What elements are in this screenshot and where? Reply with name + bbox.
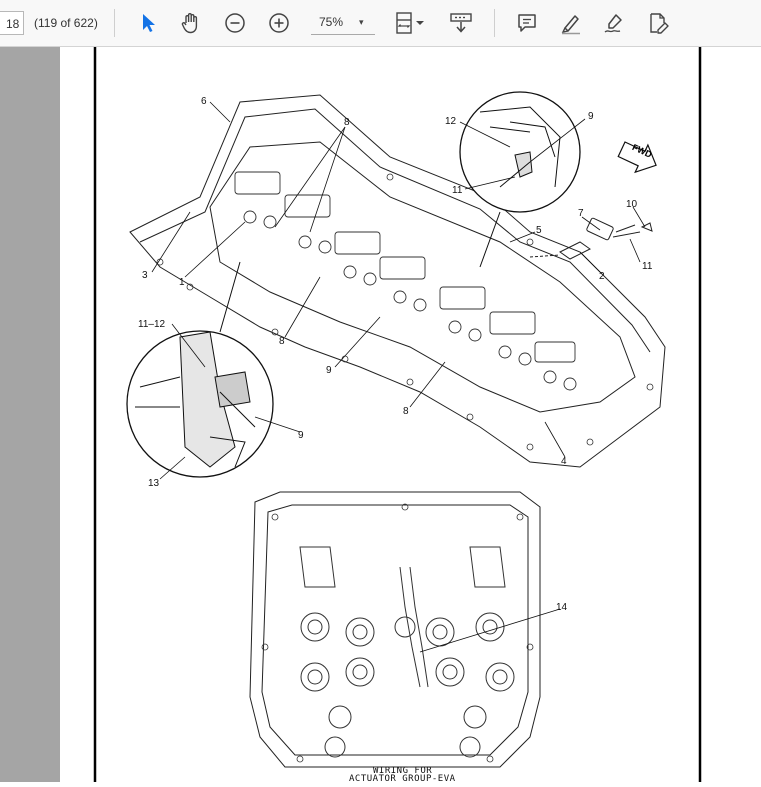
callout-2: 2 bbox=[599, 271, 605, 282]
callout-12: 12 bbox=[445, 116, 457, 127]
callout-3: 3 bbox=[142, 270, 148, 281]
callout-11b: 11 bbox=[642, 261, 653, 272]
page-gutter bbox=[0, 47, 60, 782]
plus-circle-icon bbox=[269, 13, 289, 33]
comment-icon bbox=[518, 14, 536, 32]
detail-circle-top bbox=[459, 91, 581, 213]
callout-9b: 9 bbox=[298, 430, 304, 441]
callout-11-12: 11–12 bbox=[138, 319, 166, 330]
callout-9c: 9 bbox=[326, 365, 332, 376]
drawing-caption-line1: WIRING FOR bbox=[373, 766, 433, 776]
minus-circle-icon bbox=[225, 13, 245, 33]
highlight-button[interactable] bbox=[556, 8, 586, 38]
zoom-level-dropdown[interactable]: 75% ▾ bbox=[311, 12, 375, 35]
drawing-caption-line2: ACTUATOR GROUP-EVA bbox=[349, 774, 456, 784]
detail-circle-left bbox=[126, 330, 274, 478]
pdf-toolbar: 18 (119 of 622) 75% ▾ bbox=[0, 0, 761, 47]
scroll-mode-icon bbox=[450, 13, 472, 33]
callout-8: 8 bbox=[344, 117, 350, 128]
callout-10: 10 bbox=[626, 199, 638, 210]
page-count-label: (119 of 622) bbox=[34, 16, 98, 30]
sensor-component bbox=[529, 217, 653, 260]
callout-8b: 8 bbox=[279, 336, 285, 347]
engine-diagram: FWD bbox=[93, 47, 702, 782]
document-viewer[interactable]: FWD bbox=[0, 47, 761, 784]
zoom-in-button[interactable] bbox=[264, 8, 294, 38]
page-fit-button[interactable] bbox=[390, 8, 430, 38]
callout-14: 14 bbox=[556, 602, 568, 613]
callout-1: 1 bbox=[179, 277, 185, 288]
highlighter-icon bbox=[561, 15, 580, 35]
edit-pdf-button[interactable] bbox=[643, 8, 673, 38]
toolbar-separator bbox=[494, 9, 495, 37]
hand-tool-button[interactable] bbox=[176, 8, 206, 38]
callout-5: 5 bbox=[536, 225, 542, 236]
page-fit-icon bbox=[396, 12, 424, 34]
leader-lines bbox=[151, 101, 646, 653]
fwd-arrow bbox=[617, 141, 657, 174]
chevron-down-icon: ▾ bbox=[359, 17, 364, 27]
sign-pen-icon bbox=[604, 14, 622, 33]
page-number-input[interactable]: 18 bbox=[0, 11, 24, 35]
pointer-arrow-icon bbox=[143, 14, 155, 32]
sign-button[interactable] bbox=[599, 8, 629, 38]
callout-6: 6 bbox=[201, 96, 207, 107]
callout-4: 4 bbox=[561, 456, 567, 467]
head-top-view bbox=[249, 491, 541, 768]
toolbar-separator bbox=[114, 9, 115, 37]
select-tool-button[interactable] bbox=[133, 8, 163, 38]
cylinder-head-illustration bbox=[129, 94, 666, 468]
callout-13: 13 bbox=[148, 478, 160, 489]
callout-7: 7 bbox=[578, 208, 584, 219]
callout-11: 11 bbox=[452, 185, 463, 196]
zoom-out-button[interactable] bbox=[220, 8, 250, 38]
edit-pdf-icon bbox=[650, 13, 669, 34]
callout-9: 9 bbox=[588, 111, 594, 122]
pdf-page: FWD bbox=[60, 47, 761, 784]
hand-icon bbox=[181, 13, 198, 34]
comment-button[interactable] bbox=[512, 8, 542, 38]
scroll-mode-button[interactable] bbox=[446, 8, 476, 38]
callout-8c: 8 bbox=[403, 406, 409, 417]
zoom-level-value: 75% bbox=[319, 15, 344, 29]
